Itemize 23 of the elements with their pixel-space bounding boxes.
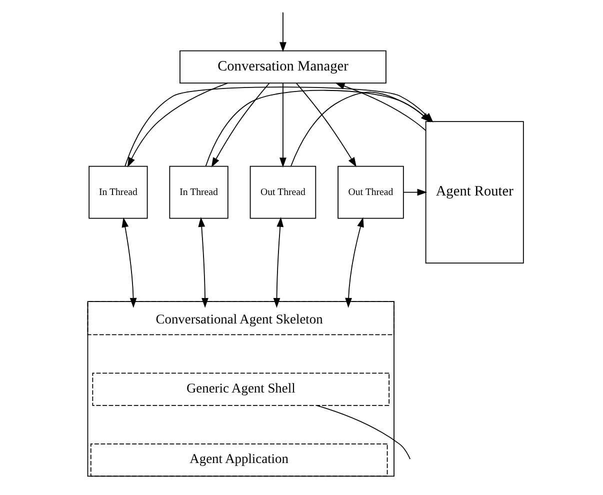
node-box: In Thread [88,166,148,219]
arrow [290,92,430,167]
arrow [272,217,284,308]
connector [316,405,410,460]
node-box: Generic Agent Shell [92,372,390,406]
node-box: Agent Router [424,121,524,264]
arrow [295,82,356,168]
arrow [344,217,364,308]
arrow [279,82,286,168]
node-box: Out Thread [249,166,316,219]
node-box: In Thread [168,166,228,219]
node-box: Conversation Manager [179,50,386,84]
arrow [210,82,270,168]
arrow [121,217,136,308]
arrow [126,82,228,168]
arrow [204,90,430,167]
arrow [334,82,426,131]
node-box: Agent Application [90,444,388,477]
node-box: Conversational Agent Skeleton [86,301,394,336]
arrow [198,217,208,308]
node-box: Out Thread [337,166,404,219]
arrow [402,188,427,196]
arrow [279,12,286,52]
